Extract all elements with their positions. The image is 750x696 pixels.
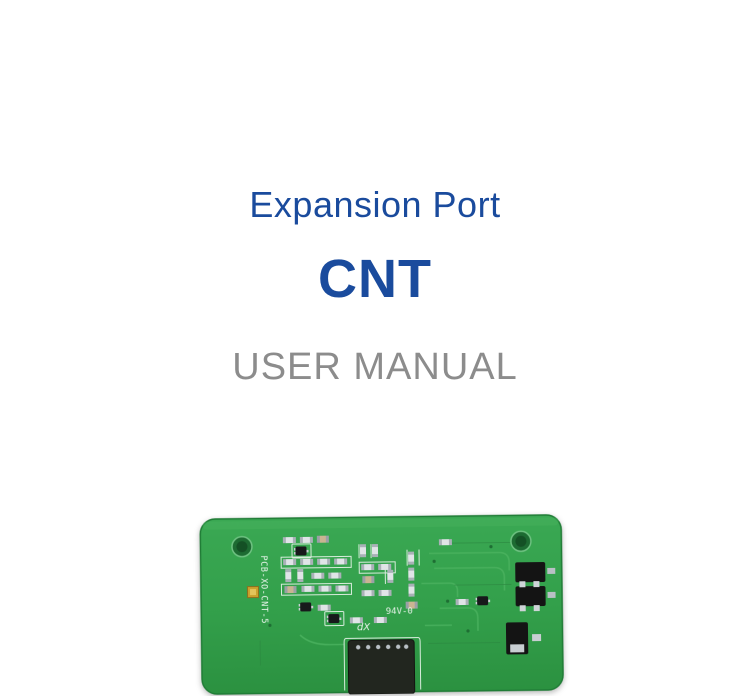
mounting-hole-right — [510, 530, 532, 553]
pcb-silkscreen-outlines — [280, 543, 422, 691]
gold-component — [246, 585, 260, 599]
pcb-photo: PCB-XO-CNT-5 94V-0 dX — [199, 512, 565, 696]
cover-title: CNT — [318, 249, 432, 309]
manual-label: USER MANUAL — [232, 346, 518, 388]
manual-cover-page: Expansion Port CNT USER MANUAL — [199, 184, 564, 695]
bottom-edge-connector — [347, 639, 416, 695]
pcb-traces — [299, 551, 511, 646]
cover-subtitle: Expansion Port — [249, 184, 501, 225]
pin-connector-blocks — [515, 562, 556, 612]
pcb-vias — [268, 545, 493, 633]
flammability-marking: 94V-0 — [386, 607, 413, 617]
logo-marking: dX — [357, 622, 371, 633]
mounting-hole-left — [231, 535, 253, 558]
silkscreen-side-label: PCB-XO-CNT-5 — [258, 555, 269, 624]
